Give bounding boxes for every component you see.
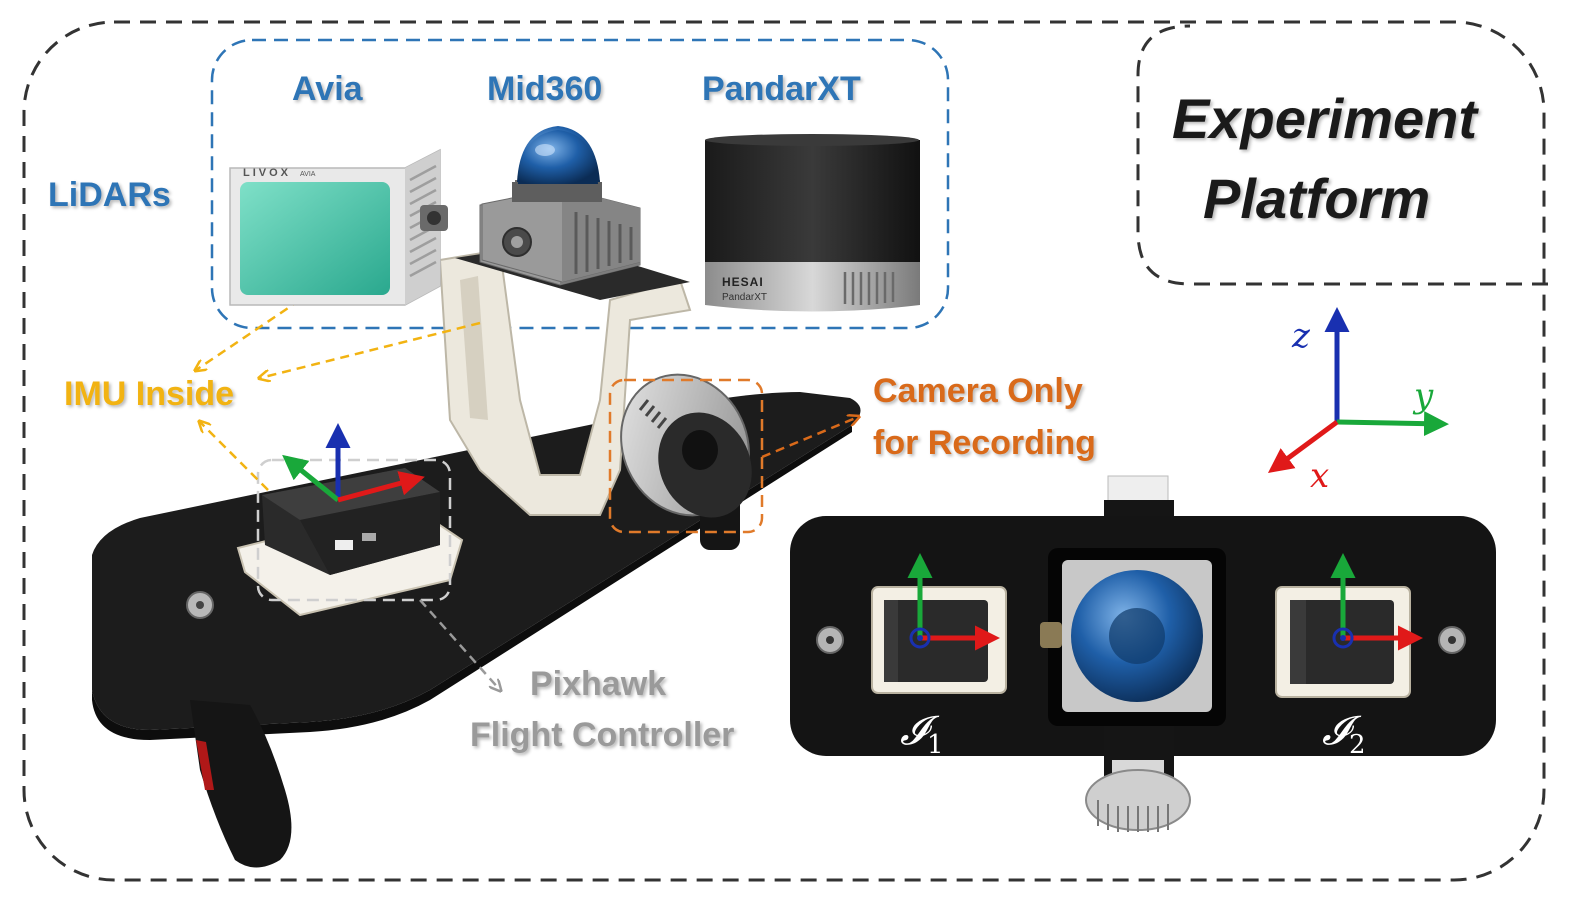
avia-model-text: AVIA [300,171,316,178]
title-frame [1136,24,1548,286]
imu-arrow-avia [196,298,301,370]
axis-label-x: x [1310,456,1330,496]
camera-label-line2: for Recording [873,424,1096,462]
lidar-group-frame [210,38,950,330]
pixhawk-axis-x [337,471,425,503]
avia-brand-text: LIVOX [243,167,291,179]
handle [190,700,292,868]
imu-frame-1-sub: 1 [927,730,944,760]
world-axis-x [1267,419,1339,473]
axis-label-z: z [1292,316,1310,356]
imu-frame-2-symbol: 𝓘 [1322,708,1350,754]
pandarxt-model-text: PandarXT [722,292,767,303]
camera [620,373,752,550]
imu-frame-label-2: 𝓘2 [1322,708,1366,760]
camera-highlight-box [608,378,764,534]
camera-label-line1: Camera Only [873,372,1083,410]
avia-label: Avia [292,70,363,108]
imu-highlight-box [256,458,452,602]
imu-frame-label-1: 𝓘1 [900,708,944,760]
title-line2: Platform [1203,167,1431,230]
outer-frame [22,20,1546,882]
imu-inside-label: IMU Inside [64,375,235,413]
avia-lidar-image: LIVOX AVIA [229,148,448,306]
topdown-photo [790,475,1496,832]
camera-arrow [761,417,858,459]
pandarxt-label: PandarXT [702,70,861,108]
pixhawk-label-line1: Pixhawk [530,665,667,703]
title-line1: Experiment [1172,87,1477,150]
pixhawk-arrow [419,599,500,690]
pixhawk-axis-y [282,454,340,502]
lidar-group-label: LiDARs [48,176,171,214]
pandarxt-lidar-image: HESAI PandarXT [705,134,920,312]
i1-axis-z [909,627,931,649]
axis-label-y: y [1414,376,1434,416]
imu-arrow-mid360 [260,321,481,378]
mid360-lidar-image [481,130,641,283]
world-axis-y [1336,411,1449,437]
world-axes [1267,307,1449,473]
pixhawk-label-line2: Flight Controller [470,716,735,754]
mid360-label: Mid360 [487,70,603,108]
imu-frame-2-sub: 2 [1349,730,1366,760]
imu-arrow-pixhawk [200,422,269,491]
white-bracket [438,248,692,516]
imu-frame-1-symbol: 𝓘 [900,708,928,754]
pandarxt-brand-text: HESAI [722,275,764,289]
i2-axis-z [1332,627,1354,649]
